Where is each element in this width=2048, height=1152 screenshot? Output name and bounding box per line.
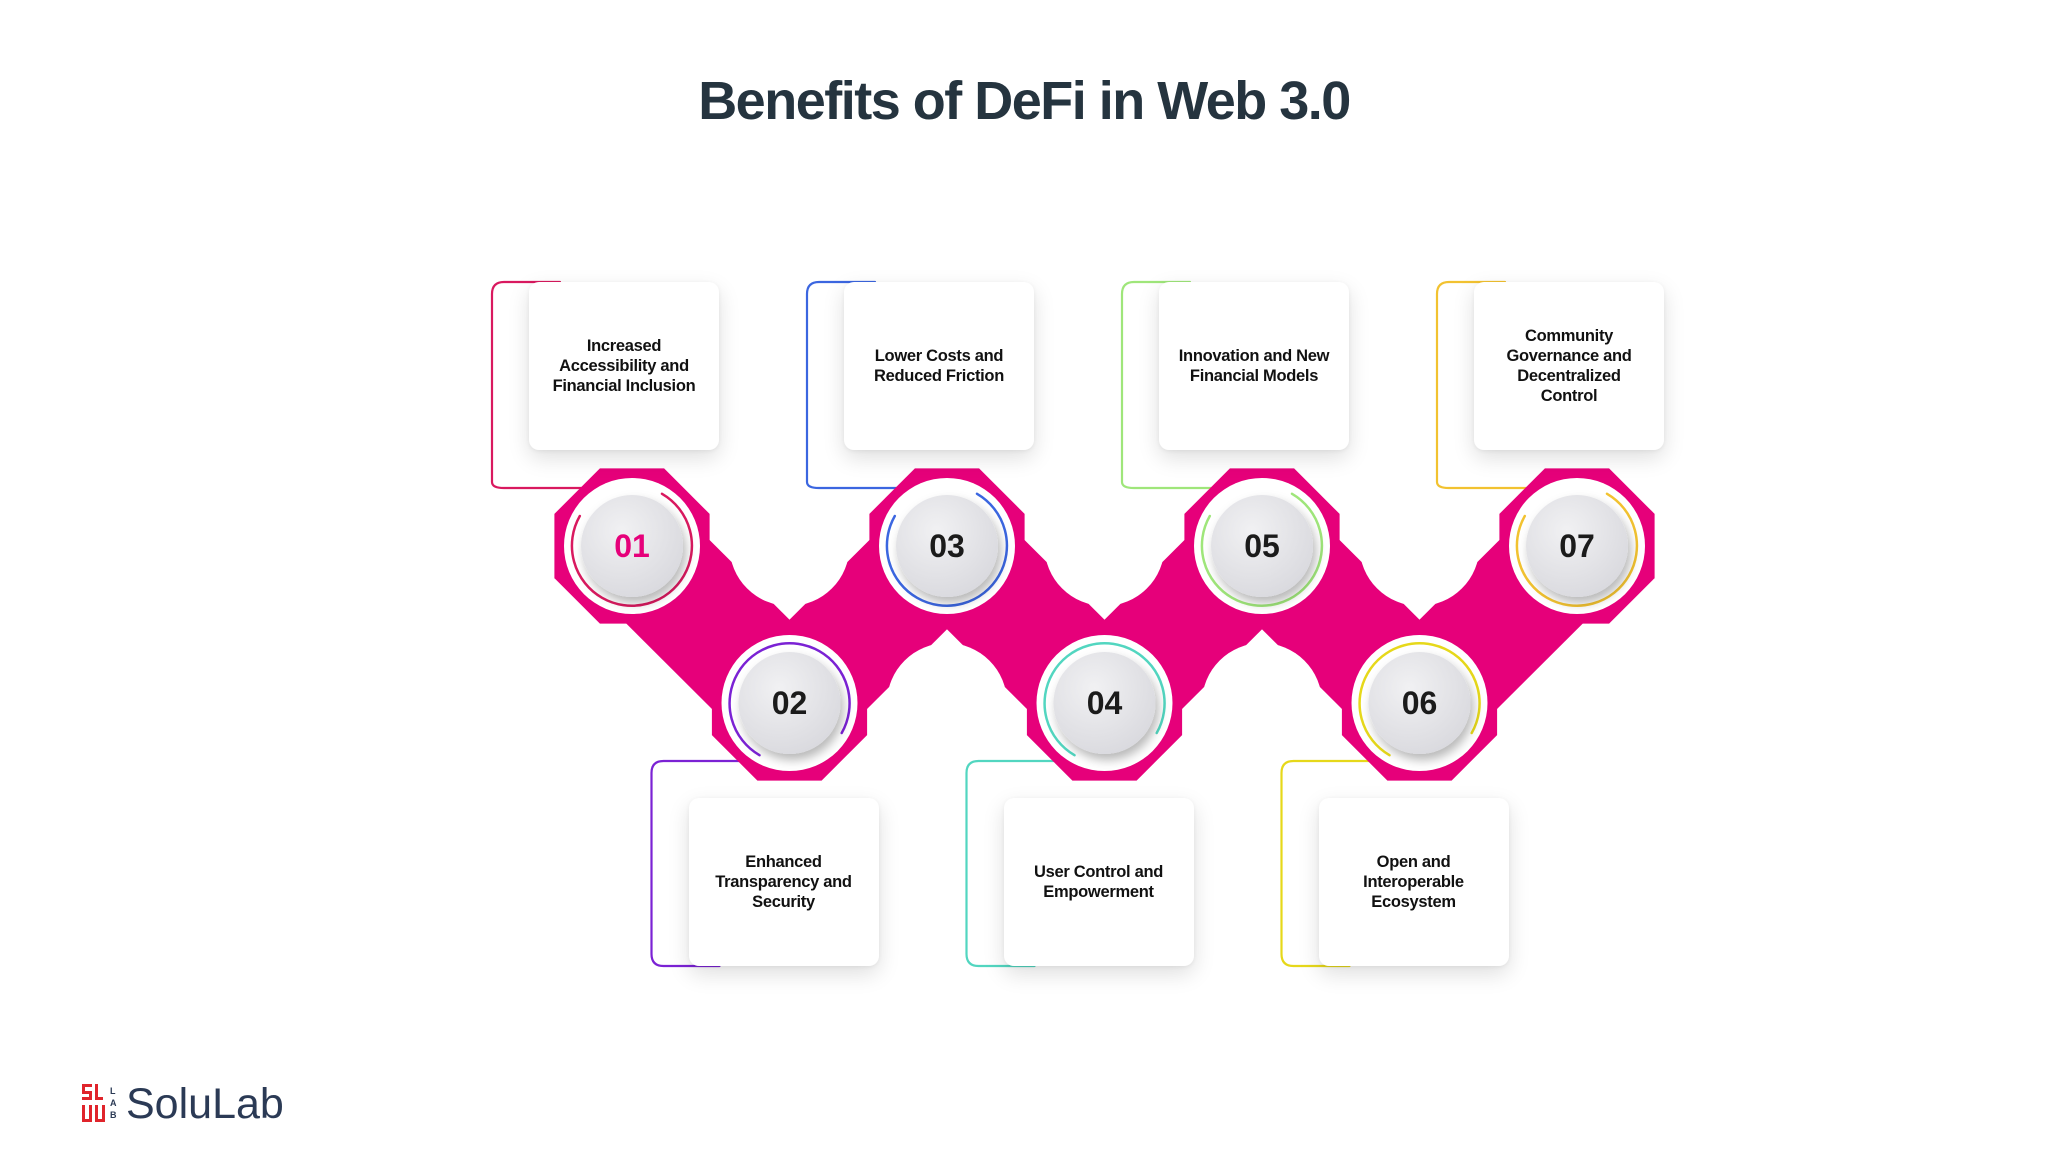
node-arc [1358, 642, 1481, 757]
card-connector-line [805, 280, 929, 490]
node-disc [581, 495, 683, 597]
card-connector-line [965, 759, 1126, 968]
step-number-05: 05 [1244, 527, 1280, 564]
card-connector-line [1435, 280, 1559, 490]
logo-mark-letter-a: A [110, 1098, 117, 1108]
brand-logo: L A B SoluLab [82, 1082, 312, 1126]
benefit-label: Enhanced Transparency and Security [715, 853, 852, 911]
chain-cutout [887, 643, 1007, 763]
node-arc [1043, 642, 1166, 757]
node-disc [1526, 495, 1628, 597]
solulab-logo-icon: L A B [82, 1084, 117, 1122]
benefit-card-05: Innovation and New Financial Models [1159, 282, 1349, 450]
step-number-06: 06 [1401, 684, 1438, 721]
benefit-label: Community Governance and Decentralized C… [1506, 327, 1632, 405]
card-connector-line [650, 759, 811, 968]
benefit-card-04: User Control and Empowerment [1003, 798, 1194, 966]
card-connector-line [1280, 759, 1441, 968]
node-arc [885, 492, 1009, 607]
benefit-label: User Control and Empowerment [1033, 863, 1164, 901]
node-disc [738, 652, 841, 754]
node-arc [728, 642, 851, 757]
chain-cutout [1044, 486, 1165, 606]
benefit-label: Innovation and New Financial Models [1178, 347, 1330, 385]
step-number-03: 03 [929, 527, 965, 564]
diagram-connectors [490, 280, 1559, 968]
node-disc [1368, 652, 1471, 754]
step-number-07: 07 [1559, 527, 1595, 564]
chain-cutout [729, 486, 850, 606]
logo-mark-letter-l: L [110, 1086, 116, 1096]
step-number-01: 01 [614, 527, 650, 564]
brand-name: SoluLab [126, 1080, 284, 1128]
benefit-card-06: Open and Interoperable Ecosystem [1318, 798, 1509, 966]
card-connector-line [1120, 280, 1244, 490]
page-title: Benefits of DeFi in Web 3.0 [698, 71, 1351, 131]
benefit-card-01: Increased Accessibility and Financial In… [529, 282, 719, 450]
benefit-card-02: Enhanced Transparency and Security [688, 798, 879, 966]
benefit-label: Open and Interoperable Ecosystem [1363, 853, 1464, 911]
card-connector-line [490, 280, 614, 490]
node-disc [1053, 652, 1156, 754]
diagram-nodes [564, 478, 1645, 771]
benefit-label: Lower Costs and Reduced Friction [874, 347, 1004, 385]
node-disc [1211, 495, 1313, 597]
chain-cutout [1202, 643, 1322, 763]
node-arc [1200, 492, 1324, 607]
benefit-card-03: Lower Costs and Reduced Friction [844, 282, 1034, 450]
step-number-02: 02 [771, 684, 808, 721]
benefit-label: Increased Accessibility and Financial In… [552, 337, 696, 395]
chain-cutout [1359, 486, 1480, 606]
benefit-card-07: Community Governance and Decentralized C… [1474, 282, 1664, 450]
step-number-04: 04 [1086, 684, 1123, 721]
node-arc [570, 492, 694, 607]
node-disc [896, 495, 998, 597]
logo-mark-letter-b: B [110, 1110, 117, 1120]
node-arc [1515, 492, 1639, 607]
